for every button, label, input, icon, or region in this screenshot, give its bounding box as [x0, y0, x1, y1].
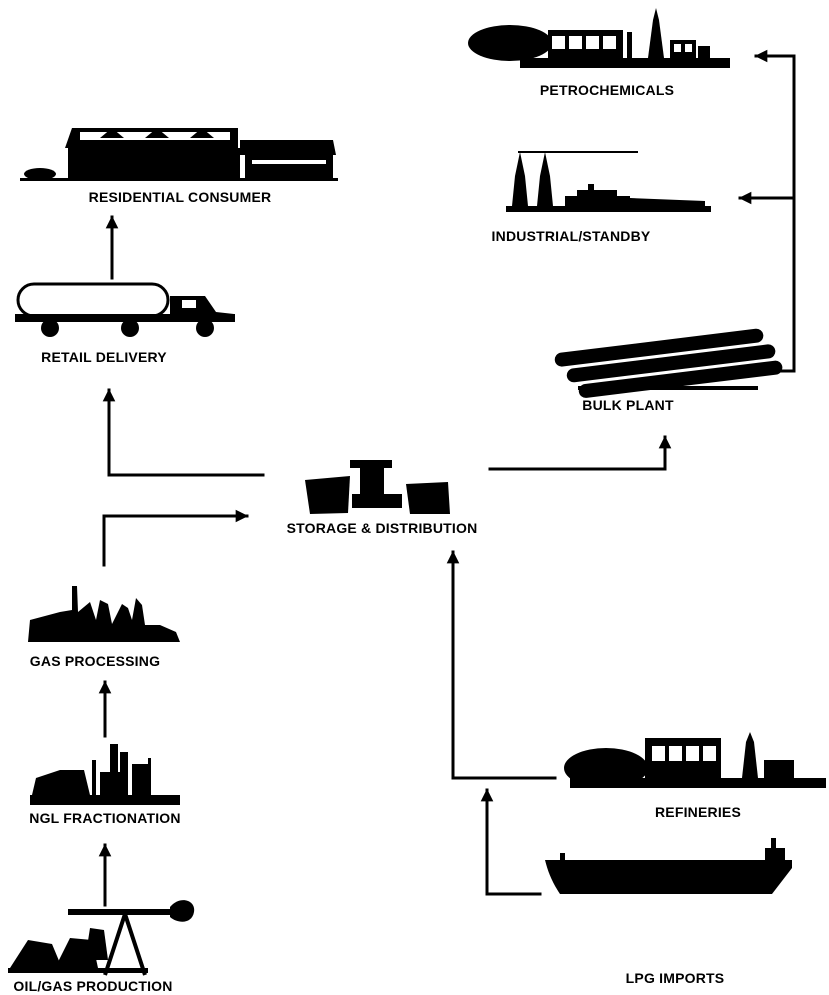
label-bulk-plant: BULK PLANT — [582, 397, 674, 413]
house-icon — [20, 128, 338, 181]
arrow-gas-to-storage — [102, 509, 249, 567]
fractionation-plant-icon — [30, 744, 180, 805]
label-ngl-fractionation: NGL FRACTIONATION — [29, 810, 180, 826]
label-gas-processing: GAS PROCESSING — [30, 653, 160, 669]
storage-tanks-icon — [305, 460, 450, 514]
petrochemical-plant-icon — [468, 8, 730, 68]
refinery-icon — [564, 732, 826, 788]
label-oil-gas-production: OIL/GAS PRODUCTION — [13, 978, 172, 994]
gas-processing-plant-icon — [28, 586, 180, 642]
label-residential-consumer: RESIDENTIAL CONSUMER — [89, 189, 272, 205]
arrow-storage-to-bulk — [488, 435, 672, 471]
line-bulk-riser — [746, 54, 796, 373]
label-retail-delivery: RETAIL DELIVERY — [41, 349, 167, 365]
label-lpg-imports: LPG IMPORTS — [626, 970, 725, 986]
tanker-ship-icon — [545, 838, 792, 894]
bulk-storage-tanks-icon — [554, 328, 783, 398]
label-petrochemicals: PETROCHEMICALS — [540, 82, 674, 98]
pumpjack-icon — [8, 900, 195, 976]
flow-connectors — [98, 49, 796, 907]
arrow-refineries-to-storage — [446, 550, 557, 780]
arrow-imports-to-junction — [480, 788, 542, 896]
delivery-truck-icon — [15, 282, 235, 337]
label-refineries: REFINERIES — [655, 804, 741, 820]
label-industrial-standby: INDUSTRIAL/STANDBY — [492, 228, 651, 244]
industrial-plant-icon — [506, 151, 711, 212]
arrow-storage-to-retail — [102, 388, 265, 477]
label-storage-distribution: STORAGE & DISTRIBUTION — [287, 520, 478, 536]
